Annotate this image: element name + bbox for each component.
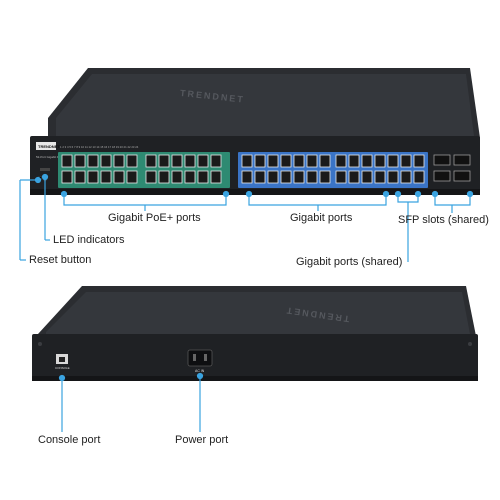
- gigabit-ports-label: Gigabit ports: [290, 212, 353, 224]
- poe-port: [126, 154, 138, 168]
- gigabit-port: [413, 170, 425, 184]
- back-face: [32, 334, 478, 380]
- poe-port: [171, 154, 183, 168]
- console-port-label: Console port: [38, 434, 101, 446]
- reset-button-label: Reset button: [29, 254, 92, 266]
- sfp-slot: [453, 154, 471, 166]
- led-indicators-label: LED indicators: [53, 234, 125, 246]
- port-strip-text: 1 2 3 4 5 6 7 8 9 10 11 12 13 14 15 16 1…: [60, 145, 139, 149]
- console-port-text: CONSOLE: [55, 366, 70, 370]
- front-switch: TRENDNET TRENDNET 52-Port Gigabit PoE+ M…: [30, 68, 480, 195]
- gigabit-port: [387, 154, 399, 168]
- gigabit-port: [267, 170, 279, 184]
- gigabit-port: [413, 154, 425, 168]
- gigabit-port: [280, 170, 292, 184]
- poe-port: [184, 154, 196, 168]
- poe-ports-label: Gigabit PoE+ ports: [108, 212, 201, 224]
- brand-badge: [36, 142, 56, 150]
- back-callout-lines: [58, 372, 204, 432]
- poe-port: [197, 154, 209, 168]
- gigabit-port: [306, 170, 318, 184]
- power-port-label: Power port: [175, 434, 229, 446]
- sfp-slot: [453, 170, 471, 182]
- gigabit-port: [361, 154, 373, 168]
- gigabit-port: [348, 154, 360, 168]
- poe-port: [61, 154, 73, 168]
- poe-port: [158, 154, 170, 168]
- gigabit-port: [293, 170, 305, 184]
- gigabit-port: [254, 154, 266, 168]
- poe-port: [87, 170, 99, 184]
- gigabit-port: [280, 154, 292, 168]
- gigabit-port: [319, 170, 331, 184]
- gigabit-port: [374, 154, 386, 168]
- gigabit-shared-label: Gigabit ports (shared): [296, 256, 403, 268]
- poe-port: [210, 154, 222, 168]
- poe-port: [100, 170, 112, 184]
- poe-port: [87, 154, 99, 168]
- gigabit-port: [267, 154, 279, 168]
- poe-port: [145, 154, 157, 168]
- gigabit-port: [306, 154, 318, 168]
- poe-port: [100, 154, 112, 168]
- poe-port: [145, 170, 157, 184]
- poe-port: [158, 170, 170, 184]
- brand-badge-text: TRENDNET: [38, 144, 60, 149]
- poe-port: [61, 170, 73, 184]
- gigabit-port: [387, 170, 399, 184]
- poe-port: [171, 170, 183, 184]
- sfp-slot: [433, 170, 451, 182]
- gigabit-port-panel: [238, 152, 428, 188]
- gigabit-port: [293, 154, 305, 168]
- poe-port: [113, 170, 125, 184]
- poe-port: [113, 154, 125, 168]
- poe-port: [184, 170, 196, 184]
- gigabit-port: [335, 154, 347, 168]
- poe-port: [210, 170, 222, 184]
- gigabit-port: [374, 170, 386, 184]
- gigabit-port: [348, 170, 360, 184]
- sfp-slot: [433, 154, 451, 166]
- back-switch: TRENDNET CONSOLE AC IN: [32, 286, 478, 381]
- poe-port: [126, 170, 138, 184]
- sfp-slots-label: SFP slots (shared): [398, 214, 489, 226]
- ac-power-inlet: [187, 349, 213, 367]
- gigabit-port: [241, 170, 253, 184]
- gigabit-port: [361, 170, 373, 184]
- poe-port: [74, 170, 86, 184]
- poe-port: [197, 170, 209, 184]
- front-callout-lines: [19, 173, 474, 262]
- gigabit-port: [400, 170, 412, 184]
- gigabit-port: [319, 154, 331, 168]
- gigabit-port: [254, 170, 266, 184]
- ac-in-text: AC IN: [195, 369, 205, 373]
- gigabit-port: [400, 154, 412, 168]
- poe-port: [74, 154, 86, 168]
- gigabit-port: [241, 154, 253, 168]
- gigabit-port: [335, 170, 347, 184]
